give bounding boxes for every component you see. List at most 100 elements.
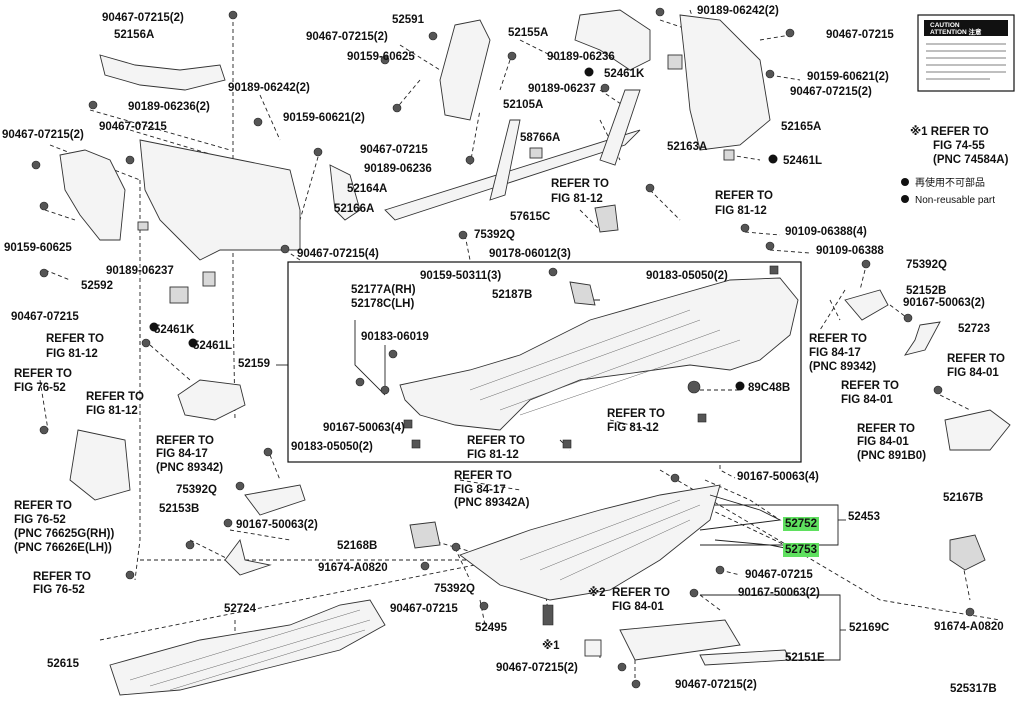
part-label--2[interactable]: ※2 [588, 585, 606, 599]
part-label-52724[interactable]: 52724 [224, 603, 257, 615]
part-label-52167b[interactable]: 52167B [943, 492, 983, 504]
part-label-75392q[interactable]: 75392Q [474, 229, 515, 241]
part-label-52187b[interactable]: 52187B [492, 289, 532, 301]
part-label-52752[interactable]: 52752 [785, 518, 817, 530]
part-label-58766a[interactable]: 58766A [520, 132, 560, 144]
part-label-52615[interactable]: 52615 [47, 658, 80, 670]
part-label-90159-60625[interactable]: 90159-60625 [347, 51, 415, 63]
part-label-90467-07215[interactable]: 90467-07215 [360, 144, 428, 156]
part-label-90467-07215-2-[interactable]: 90467-07215(2) [790, 86, 872, 98]
part-label-91674-a0820[interactable]: 91674-A0820 [934, 621, 1004, 633]
part-label-52461l[interactable]: 52461L [783, 155, 822, 167]
part-label-90189-06236-2-[interactable]: 90189-06236(2) [128, 101, 210, 113]
part-label-90183-05050-2-[interactable]: 90183-05050(2) [646, 270, 728, 282]
part-label-52723[interactable]: 52723 [958, 323, 990, 335]
part-label-refer-to[interactable]: REFER TO [947, 353, 1005, 365]
part-label-90467-07215[interactable]: 90467-07215 [390, 603, 458, 615]
part-label-90183-05050-2-[interactable]: 90183-05050(2) [291, 441, 373, 453]
part-label-fig-81-12[interactable]: FIG 81-12 [46, 348, 98, 360]
part-label-52105a[interactable]: 52105A [503, 99, 543, 111]
part-label-525317b[interactable]: 525317B [950, 683, 997, 695]
part-label-90467-07215[interactable]: 90467-07215 [826, 29, 894, 41]
part-label--pnc-76625g-rh-[interactable]: (PNC 76625G(RH)) [14, 528, 114, 540]
part-label-fig-84-17[interactable]: FIG 84-17 [809, 347, 861, 359]
part-label-refer-to[interactable]: REFER TO [809, 333, 867, 345]
part-label-refer-to[interactable]: REFER TO [33, 571, 91, 583]
part-label-90467-07215[interactable]: 90467-07215 [99, 121, 167, 133]
part-label-fig-84-01[interactable]: FIG 84-01 [857, 436, 909, 448]
part-label-refer-to[interactable]: REFER TO [14, 500, 72, 512]
part-label-90178-06012-3-[interactable]: 90178-06012(3) [489, 248, 571, 260]
part-label-52495[interactable]: 52495 [475, 622, 508, 634]
part-label-90167-50063-2-[interactable]: 90167-50063(2) [738, 587, 820, 599]
part-label-90189-06242-2-[interactable]: 90189-06242(2) [697, 5, 779, 17]
part-label-90467-07215[interactable]: 90467-07215 [745, 569, 813, 581]
part-label-90167-50063-4-[interactable]: 90167-50063(4) [323, 422, 405, 434]
part-label-90467-07215[interactable]: 90467-07215 [11, 311, 79, 323]
part-label-52165a[interactable]: 52165A [781, 121, 821, 133]
part-label-fig-76-52[interactable]: FIG 76-52 [33, 584, 85, 596]
part-label-refer-to[interactable]: REFER TO [612, 587, 670, 599]
part-label-90167-50063-4-[interactable]: 90167-50063(4) [737, 471, 819, 483]
part-label-90467-07215-2-[interactable]: 90467-07215(2) [2, 129, 84, 141]
part-label--pnc-89342a-[interactable]: (PNC 89342A) [454, 497, 530, 509]
part-label-90189-06237[interactable]: 90189-06237 [528, 83, 596, 95]
part-label-90467-07215-4-[interactable]: 90467-07215(4) [297, 248, 379, 260]
part-label-91674-a0820[interactable]: 91674-A0820 [318, 562, 388, 574]
part-label-75392q[interactable]: 75392Q [434, 583, 475, 595]
part-label-90109-06388[interactable]: 90109-06388 [816, 245, 884, 257]
part-label--1[interactable]: ※1 [542, 638, 560, 652]
part-label-fig-81-12[interactable]: FIG 81-12 [551, 193, 603, 205]
part-label-fig-81-12[interactable]: FIG 81-12 [86, 405, 138, 417]
part-label--pnc-891b0-[interactable]: (PNC 891B0) [857, 450, 926, 462]
part-label-52453[interactable]: 52453 [848, 511, 880, 523]
part-label-refer-to[interactable]: REFER TO [46, 333, 104, 345]
part-label-90167-50063-2-[interactable]: 90167-50063(2) [903, 297, 985, 309]
part-label-52159[interactable]: 52159 [238, 358, 270, 370]
part-label-90159-50311-3-[interactable]: 90159-50311(3) [420, 270, 501, 282]
part-label-90189-06237[interactable]: 90189-06237 [106, 265, 174, 277]
part-label-fig-84-01[interactable]: FIG 84-01 [612, 601, 664, 613]
part-label-52153b[interactable]: 52153B [159, 503, 199, 515]
part-label-52461l[interactable]: 52461L [193, 340, 232, 352]
part-label-fig-84-01[interactable]: FIG 84-01 [841, 394, 893, 406]
part-label-refer-to[interactable]: REFER TO [156, 435, 214, 447]
part-label-fig-81-12[interactable]: FIG 81-12 [467, 449, 519, 461]
part-label-fig-84-17[interactable]: FIG 84-17 [454, 484, 506, 496]
part-label-90467-07215-2-[interactable]: 90467-07215(2) [306, 31, 388, 43]
part-label-52177a-rh-[interactable]: 52177A(RH) [351, 284, 416, 296]
part-label-90159-60621-2-[interactable]: 90159-60621(2) [807, 71, 889, 83]
part-label-refer-to[interactable]: REFER TO [857, 423, 915, 435]
part-label-57615c[interactable]: 57615C [510, 211, 550, 223]
part-label-90467-07215-2-[interactable]: 90467-07215(2) [675, 679, 757, 691]
part-label-75392q[interactable]: 75392Q [906, 259, 947, 271]
part-label-52156a[interactable]: 52156A [114, 29, 154, 41]
part-label-refer-to[interactable]: REFER TO [607, 408, 665, 420]
part-label-90189-06242-2-[interactable]: 90189-06242(2) [228, 82, 310, 94]
part-label-fig-84-01[interactable]: FIG 84-01 [947, 367, 999, 379]
part-label-refer-to[interactable]: REFER TO [551, 178, 609, 190]
part-label-fig-76-52[interactable]: FIG 76-52 [14, 514, 66, 526]
part-label-90159-60621-2-[interactable]: 90159-60621(2) [283, 112, 365, 124]
part-label-52166a[interactable]: 52166A [334, 203, 374, 215]
part-label-90189-06236[interactable]: 90189-06236 [547, 51, 615, 63]
part-label-52151e[interactable]: 52151E [785, 652, 825, 664]
part-label-refer-to[interactable]: REFER TO [86, 391, 144, 403]
part-label--pnc-89342-[interactable]: (PNC 89342) [809, 361, 876, 373]
part-label-fig-76-52[interactable]: FIG 76-52 [14, 382, 66, 394]
part-label-90167-50063-2-[interactable]: 90167-50063(2) [236, 519, 318, 531]
part-label-90467-07215-2-[interactable]: 90467-07215(2) [102, 12, 184, 24]
part-label-90183-06019[interactable]: 90183-06019 [361, 331, 429, 343]
part-label-refer-to[interactable]: REFER TO [454, 470, 512, 482]
part-label-52461k[interactable]: 52461K [154, 324, 195, 336]
part-label-52753[interactable]: 52753 [785, 544, 817, 556]
part-label--pnc-76626e-lh-[interactable]: (PNC 76626E(LH)) [14, 542, 112, 554]
part-label-52592[interactable]: 52592 [81, 280, 113, 292]
part-label-90109-06388-4-[interactable]: 90109-06388(4) [785, 226, 867, 238]
part-label-90159-60625[interactable]: 90159-60625 [4, 242, 72, 254]
part-label-52164a[interactable]: 52164A [347, 183, 387, 195]
part-label-refer-to[interactable]: REFER TO [14, 368, 72, 380]
part-label-90189-06236[interactable]: 90189-06236 [364, 163, 432, 175]
part-label-52168b[interactable]: 52168B [337, 540, 377, 552]
part-label-fig-81-12[interactable]: FIG 81-12 [607, 422, 659, 434]
